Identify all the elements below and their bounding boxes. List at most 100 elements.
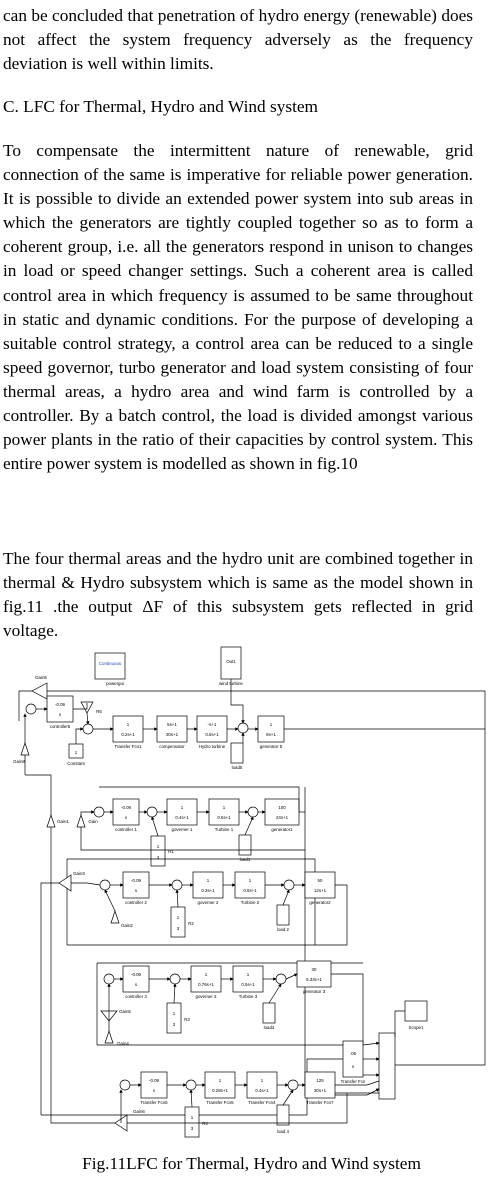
tf2-den: 30s+1 — [166, 732, 179, 737]
controller3-block — [122, 965, 150, 993]
paragraph-subsystem: The four thermal areas and the hydro uni… — [3, 549, 473, 641]
gen4-num: 125 — [316, 1078, 324, 1083]
turbine1-block — [208, 798, 240, 826]
r4-den: 3 — [191, 1126, 194, 1131]
gen4-label: Transfer Fcn7 — [306, 1100, 334, 1105]
sum-junction — [25, 703, 37, 715]
wind-label: wind turbine — [219, 681, 243, 686]
gain4-block — [104, 1029, 114, 1044]
load3-label: load3 — [264, 1025, 275, 1030]
turb3-num: 1 — [247, 972, 250, 977]
gen1-num: 100 — [278, 805, 286, 810]
ctrl2-num: -0.09 — [131, 878, 142, 883]
turb3-label: Turbine 3 — [239, 994, 258, 999]
turb4-label: Transfer Fcn4 — [248, 1100, 276, 1105]
gain-label: Gain — [88, 819, 98, 824]
gov2-den: 0.3s+1 — [201, 888, 215, 893]
gain-block — [76, 813, 86, 828]
gov1-den: 0.4s+1 — [175, 815, 189, 820]
generator2-block — [304, 871, 336, 899]
gain3-label: Gain3 — [73, 871, 85, 876]
gen5-den: 8s+1 — [266, 732, 276, 737]
r4-num: 1 — [191, 1115, 194, 1120]
sum-junction — [169, 973, 181, 985]
gen2-label: generator2 — [309, 900, 331, 905]
sum-junction — [119, 1079, 131, 1091]
gen1-den: 24s+1 — [276, 815, 289, 820]
turb2-den: 0.6s+1 — [243, 888, 257, 893]
r4-label: R4 — [202, 1121, 208, 1126]
load5-label: load5 — [232, 765, 243, 770]
load4-label: load 4 — [277, 1129, 290, 1134]
gov4-num: 1 — [219, 1078, 222, 1083]
ctrl3-den: s — [135, 982, 138, 987]
wind-text: Out1 — [226, 659, 236, 664]
gen4-den: 30s+1 — [314, 1088, 327, 1093]
r1-num: 1 — [157, 844, 160, 849]
compensator-block — [156, 715, 188, 743]
transfer-fcn4-block — [246, 1071, 278, 1099]
gain-label: Gain5 — [35, 675, 47, 680]
integrator-num: .06 — [350, 1051, 357, 1056]
gain5b-label: Gain5 — [119, 1009, 131, 1014]
load4-block — [276, 1104, 290, 1126]
generator5-block — [257, 715, 285, 743]
gain3-block — [58, 874, 72, 892]
gov1-num: 1 — [181, 805, 184, 810]
turb4-num: 1 — [261, 1078, 264, 1083]
turb1-num: 1 — [223, 805, 226, 810]
governer1-block — [166, 798, 198, 826]
load2-label: load 2 — [277, 927, 290, 932]
load1-label: load1 — [240, 857, 251, 862]
controller5-num: -0.09 — [55, 702, 66, 707]
gov4-label: Transfer Fcn5 — [206, 1100, 234, 1105]
sum-junction — [237, 722, 249, 734]
section-heading: C. LFC for Thermal, Hydro and Wind syste… — [3, 97, 318, 116]
generator1-block — [264, 798, 300, 826]
ctrl3-label: controller 3 — [125, 994, 147, 999]
gain-block — [20, 741, 30, 756]
gain6-label: Gain6 — [133, 1109, 145, 1114]
hydro-turbine-block — [196, 715, 228, 743]
ctrl2-den: s — [135, 888, 138, 893]
r3-num: 1 — [173, 1011, 176, 1016]
gov3-label: governer 3 — [196, 994, 218, 999]
ctrl4-label: Transfer Fcn6 — [140, 1100, 168, 1105]
transfer-fcn5-block — [204, 1071, 236, 1099]
ctrl4-den: s — [153, 1088, 156, 1093]
constant-value: 1 — [75, 750, 78, 755]
load3-block — [262, 1002, 276, 1024]
gain2-block — [110, 909, 120, 924]
r3-block — [166, 1002, 182, 1034]
turbine3-block — [232, 965, 264, 993]
r1-block — [150, 835, 166, 867]
gen2-den: 12s+1 — [314, 888, 327, 893]
r1-den: 3 — [157, 855, 160, 860]
r2-label: R2 — [188, 921, 194, 926]
sum-junction — [99, 879, 111, 891]
transfer-fcn7-block — [304, 1071, 336, 1099]
gen2-num: 50 — [318, 878, 323, 883]
turb1-den: 0.5s+1 — [217, 815, 231, 820]
tf1-den: 0.2s+1 — [121, 732, 135, 737]
tf3-label: Hydro turbine — [199, 744, 226, 749]
integrator-den: s — [352, 1064, 355, 1069]
gen5-num: 1 — [270, 722, 273, 727]
gen1-label: generator1 — [271, 827, 293, 832]
figure-caption: Fig.11LFC for Thermal, Hydro and Wind sy… — [82, 1154, 421, 1173]
tf2-label: compensator — [159, 744, 185, 749]
load1-block — [238, 834, 252, 856]
gen3-num: 30 — [312, 967, 317, 972]
gain8-label: Gain8 — [13, 759, 25, 764]
turbine2-block — [234, 871, 266, 899]
load5-block — [230, 742, 244, 764]
sum-junction — [171, 879, 183, 891]
paragraph-body: To compensate the intermittent nature of… — [3, 141, 473, 474]
r5-label: R5 — [96, 709, 102, 714]
gov3-den: 0.76s+1 — [198, 982, 214, 987]
r2-den: 3 — [177, 926, 180, 931]
box-frame — [35, 775, 305, 777]
sum-junction — [275, 973, 287, 985]
gov3-num: 1 — [205, 972, 208, 977]
powergui-block — [94, 652, 126, 680]
